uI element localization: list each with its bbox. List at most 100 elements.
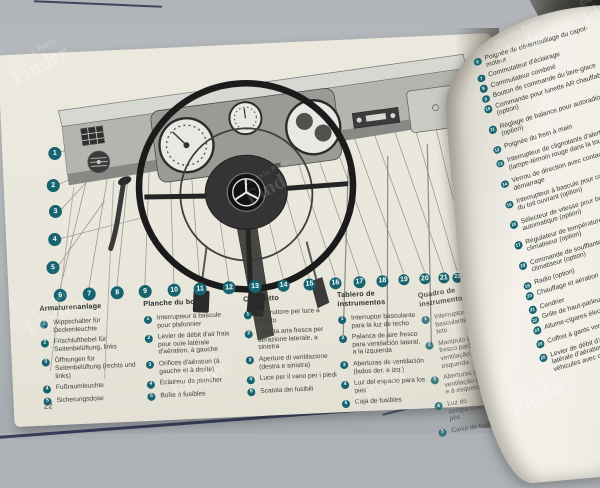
callout-number: 3 bbox=[48, 204, 63, 219]
legend-column-title: Planche du bord bbox=[143, 296, 203, 309]
legend-item-text: Orifices d'aération (à gauche et à droit… bbox=[158, 357, 220, 375]
callout-line bbox=[59, 173, 89, 289]
callout-line bbox=[291, 144, 336, 277]
callout-number: 19 bbox=[398, 274, 410, 286]
legend-item-text: Palanca de aire fresco para ventilación … bbox=[351, 330, 421, 357]
callout-line bbox=[332, 138, 383, 275]
page-number: 22 bbox=[43, 401, 53, 411]
callout-number: 11 bbox=[193, 282, 207, 296]
item-number-bullet: 10 bbox=[483, 104, 493, 115]
callout-number: 10 bbox=[167, 283, 181, 297]
callout-number: 8 bbox=[110, 285, 124, 300]
item-number-bullet: 7 bbox=[476, 73, 486, 84]
item-number-bullet: 3 bbox=[145, 361, 155, 370]
item-number-bullet: 19 bbox=[522, 281, 532, 291]
item-number-bullet: 18 bbox=[518, 260, 528, 271]
callout-number: 6 bbox=[53, 288, 68, 303]
item-number-bullet: 3 bbox=[340, 361, 349, 370]
radio-icon bbox=[351, 107, 401, 129]
legend-item: 3 Aberturas de ventilación (lados der. e … bbox=[340, 357, 427, 376]
item-number-bullet: 21 bbox=[528, 305, 537, 315]
hand-brake bbox=[108, 176, 132, 252]
callout-line bbox=[116, 167, 130, 287]
callout-line bbox=[393, 129, 444, 272]
item-number-bullet: 11 bbox=[488, 125, 498, 135]
item-number-bullet: 22 bbox=[530, 315, 540, 326]
item-number-bullet: 3 bbox=[430, 375, 440, 385]
legend-item-text: Eclaireur de plancher bbox=[159, 376, 223, 387]
item-number-bullet: 9 bbox=[481, 94, 491, 104]
legend-item-text: Aberturas de ventilación (lados der. e i… bbox=[353, 357, 425, 376]
callout-number: 17 bbox=[353, 275, 366, 289]
callout-number: 21 bbox=[438, 272, 450, 284]
instrument-cluster bbox=[150, 88, 342, 183]
callout-line bbox=[88, 170, 109, 288]
legend-column-title: Tablero de instrumentos bbox=[336, 288, 386, 309]
item-number-bullet: 2 bbox=[244, 329, 253, 339]
item-number-bullet: 16 bbox=[509, 220, 519, 230]
item-number-bullet: 4 bbox=[434, 401, 444, 412]
callout-number: 18 bbox=[376, 274, 389, 287]
callout-line bbox=[210, 155, 230, 282]
legend-item-text: Luce per il vano per i piedi bbox=[259, 371, 337, 383]
callout-number: 7 bbox=[82, 287, 97, 301]
item-number-bullet: 1 bbox=[337, 315, 347, 324]
callout-number: 16 bbox=[329, 276, 342, 290]
steering-wheel bbox=[135, 80, 357, 293]
item-number-bullet: 4 bbox=[42, 385, 52, 394]
mercedes-star-icon bbox=[232, 178, 261, 207]
legend-item-text: Luz del espacio para los pies bbox=[353, 376, 426, 395]
item-number-bullet: 2 bbox=[40, 339, 50, 348]
item-number-bullet: 15 bbox=[504, 199, 514, 210]
item-number-bullet: 8 bbox=[479, 84, 488, 94]
legend-item-text: Aperture di ventilazione (destra e sinis… bbox=[258, 352, 328, 371]
item-number-bullet: 17 bbox=[513, 240, 523, 251]
legend-column-title: Armaturenanlage bbox=[39, 301, 102, 313]
item-number-bullet: 5 bbox=[341, 399, 351, 409]
callout-line bbox=[59, 216, 146, 240]
legend-item-text: Sicherungsdose bbox=[56, 394, 104, 404]
legend-item-text: Levetta aria fresca per aerazione latera… bbox=[257, 326, 324, 352]
heater-levers bbox=[241, 162, 281, 176]
item-number-bullet: 12 bbox=[492, 145, 502, 155]
item-number-bullet: 4 bbox=[146, 380, 156, 389]
item-number-bullet: 1 bbox=[420, 314, 431, 325]
legend-item-text: Levier de débit d'air frais pour ouïe la… bbox=[157, 330, 230, 356]
item-number-bullet: 4 bbox=[246, 375, 255, 385]
item-number-bullet: 1 bbox=[143, 315, 153, 324]
item-number-bullet: 4 bbox=[340, 380, 350, 389]
legend-item-text: Interruptor basculante para la luz de te… bbox=[350, 311, 416, 330]
legend-item-text: Interrupteur à bascule pour plafonnier bbox=[156, 311, 222, 330]
callout-number: 2 bbox=[46, 178, 61, 193]
callout-line bbox=[169, 161, 175, 284]
callout-line bbox=[312, 141, 360, 276]
item-number-bullet: 3 bbox=[41, 358, 50, 367]
item-number-bullet: 3 bbox=[245, 356, 255, 365]
callout-number: 12 bbox=[222, 280, 236, 295]
item-number-bullet: 25 bbox=[538, 353, 548, 363]
item-number-bullet: 24 bbox=[535, 339, 545, 350]
callout-line bbox=[57, 200, 105, 268]
callout-number: 20 bbox=[419, 273, 431, 285]
legend-item-text: Frischlufthebel für Seitenbelüftung, lin… bbox=[53, 336, 117, 353]
callout-line bbox=[352, 135, 404, 274]
item-number-bullet: 6 bbox=[473, 56, 482, 67]
callout-number: 9 bbox=[138, 284, 152, 299]
legend-item-text: Scatola dei fusibili bbox=[260, 385, 314, 395]
item-number-bullet: 14 bbox=[500, 179, 510, 189]
callout-line bbox=[271, 147, 310, 278]
